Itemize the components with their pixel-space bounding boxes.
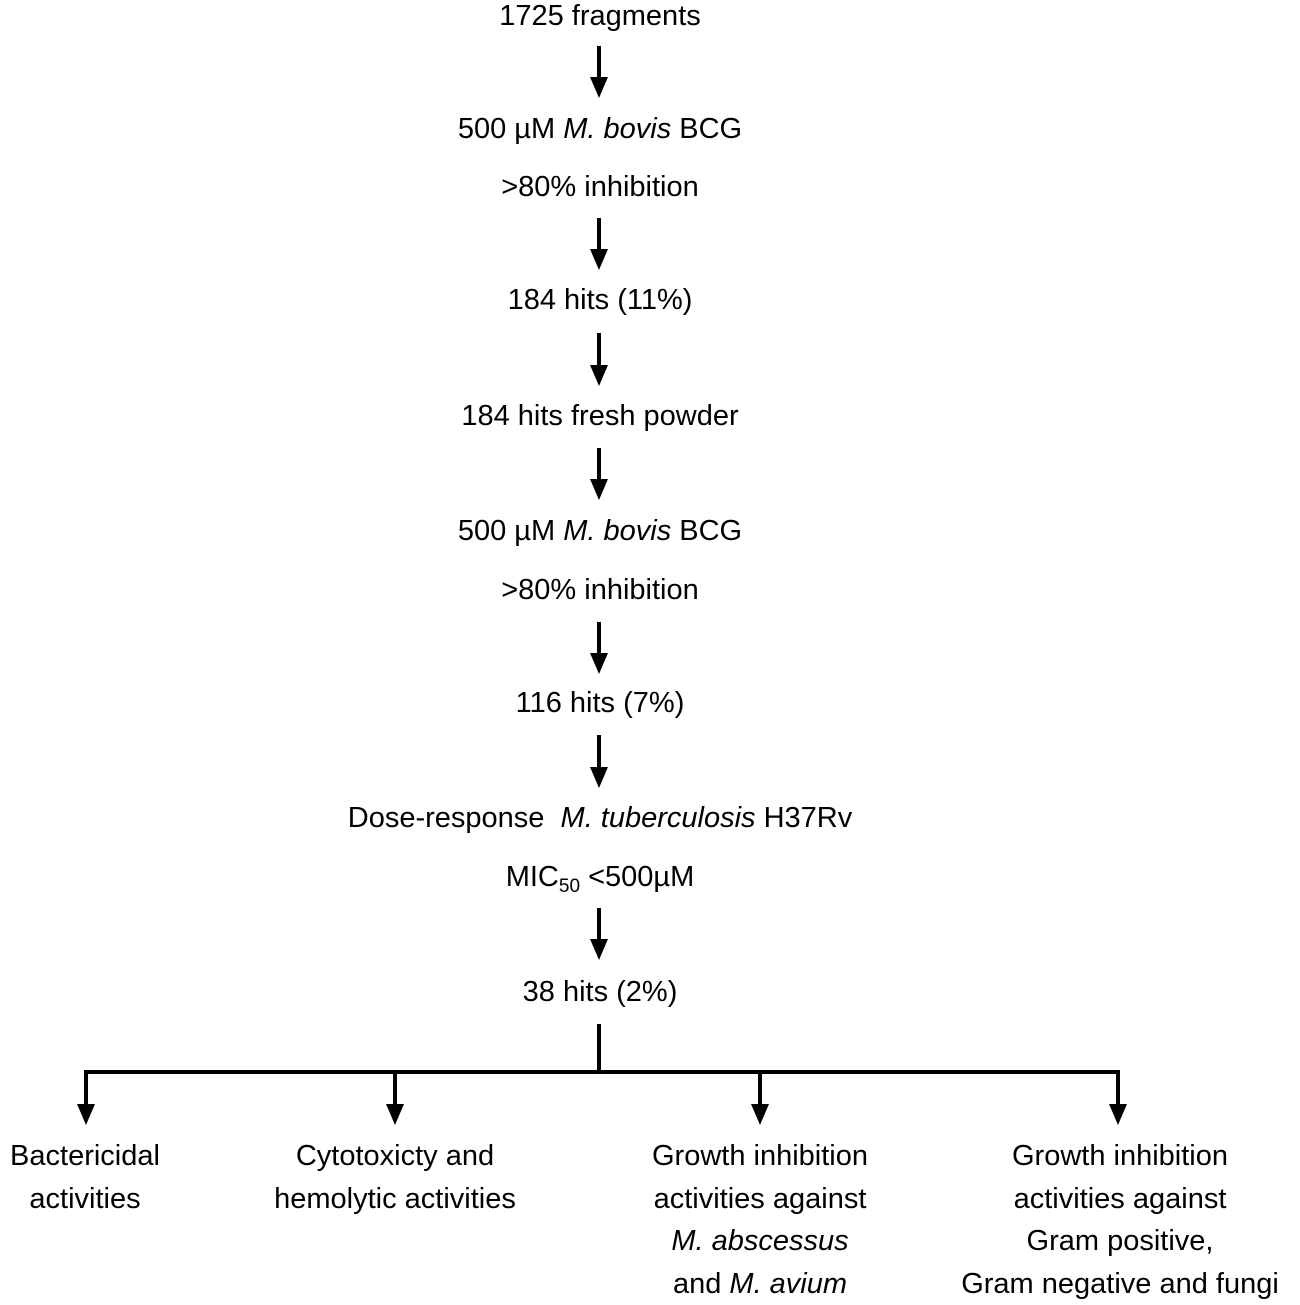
outcome-bactericidal-line-1: Bactericidal (10, 1140, 160, 1172)
outcome-bactericidal: Bactericidal activities (0, 1135, 170, 1220)
step-bovis-screen-2-strain: BCG (671, 515, 743, 547)
step-fresh-powder: 184 hits fresh powder (0, 398, 1200, 434)
step-bovis-screen-1-organism: M. bovis (563, 113, 672, 145)
step-hits-38-text: 38 hits (2%) (522, 976, 678, 1008)
outcome-mycobacteria-growth: Growth inhibition activities against M. … (610, 1135, 910, 1305)
outcome-cytotoxicity-line-2: hemolytic activities (274, 1182, 516, 1215)
step-inhibition-1: >80% inhibition (0, 169, 1200, 205)
step-mic50: MIC50 <500µM (0, 859, 1200, 897)
step-hits-184: 184 hits (11%) (0, 282, 1200, 318)
outcome-mycobacteria-growth-line-1: Growth inhibition (652, 1140, 868, 1172)
step-hits-116-text: 116 hits (7%) (515, 687, 685, 719)
outcome-cytotoxicity: Cytotoxicty and hemolytic activities (240, 1135, 550, 1220)
step-mic50-subscript: 50 (558, 876, 581, 897)
step-mic50-threshold: <500µM (580, 861, 695, 893)
arrowhead-5 (590, 653, 608, 674)
step-mic50-label: MIC (505, 861, 559, 893)
step-dose-response-label: Dose-response (347, 802, 561, 834)
arrowhead-branch-1 (77, 1104, 95, 1125)
arrowhead-1 (590, 77, 608, 98)
organism-avium: M. avium (729, 1267, 848, 1300)
outcome-microbe-growth-line-1: Growth inhibition (1012, 1140, 1228, 1172)
outcome-mycobacteria-growth-line-4: and M. avium (610, 1263, 910, 1305)
arrowhead-4 (590, 479, 608, 500)
outcome-mycobacteria-growth-line-2: activities against (653, 1182, 867, 1215)
arrowhead-7 (590, 939, 608, 960)
step-bovis-screen-1-conc: 500 µM (457, 113, 564, 145)
step-bovis-screen-2: 500 µM M. bovis BCG (0, 513, 1200, 549)
outcome-cytotoxicity-line-1: Cytotoxicty and (295, 1140, 495, 1172)
arrowhead-6 (590, 767, 608, 788)
arrowhead-2 (590, 249, 608, 270)
outcome-microbe-growth: Growth inhibition activities against Gra… (940, 1135, 1300, 1305)
outcome-microbe-growth-line-4: Gram negative and fungi (961, 1267, 1279, 1300)
arrowhead-3 (590, 365, 608, 386)
step-inhibition-1-text: >80% inhibition (501, 171, 699, 203)
step-bovis-screen-1: 500 µM M. bovis BCG (0, 111, 1200, 147)
step-hits-116: 116 hits (7%) (0, 685, 1200, 721)
step-inhibition-2: >80% inhibition (0, 572, 1200, 608)
step-dose-response: Dose-response M. tuberculosis H37Rv (0, 800, 1200, 836)
outcome-bactericidal-line-2: activities (29, 1182, 141, 1215)
outcome-microbe-growth-line-3: Gram positive, (1026, 1225, 1214, 1257)
outcome-mycobacteria-growth-line-3: M. abscessus (610, 1220, 910, 1263)
step-bovis-screen-1-strain: BCG (671, 113, 743, 145)
step-bovis-screen-2-organism: M. bovis (563, 515, 672, 547)
arrowhead-branch-3 (751, 1104, 769, 1125)
step-fragments: 1725 fragments (0, 0, 1200, 34)
step-inhibition-2-text: >80% inhibition (501, 574, 699, 606)
organism-abscessus: M. abscessus (671, 1225, 849, 1257)
arrowhead-branch-2 (386, 1104, 404, 1125)
step-hits-184-text: 184 hits (11%) (507, 284, 693, 316)
step-fresh-powder-text: 184 hits fresh powder (461, 400, 739, 432)
organism-avium-prefix: and (672, 1267, 730, 1300)
step-fragments-text: 1725 fragments (499, 0, 701, 32)
step-hits-38: 38 hits (2%) (0, 974, 1200, 1010)
outcome-microbe-growth-line-2: activities against (1013, 1182, 1227, 1215)
arrowhead-branch-4 (1109, 1104, 1127, 1125)
step-dose-response-organism: M. tuberculosis (560, 802, 756, 834)
step-dose-response-strain: H37Rv (755, 802, 853, 834)
step-bovis-screen-2-conc: 500 µM (457, 515, 564, 547)
